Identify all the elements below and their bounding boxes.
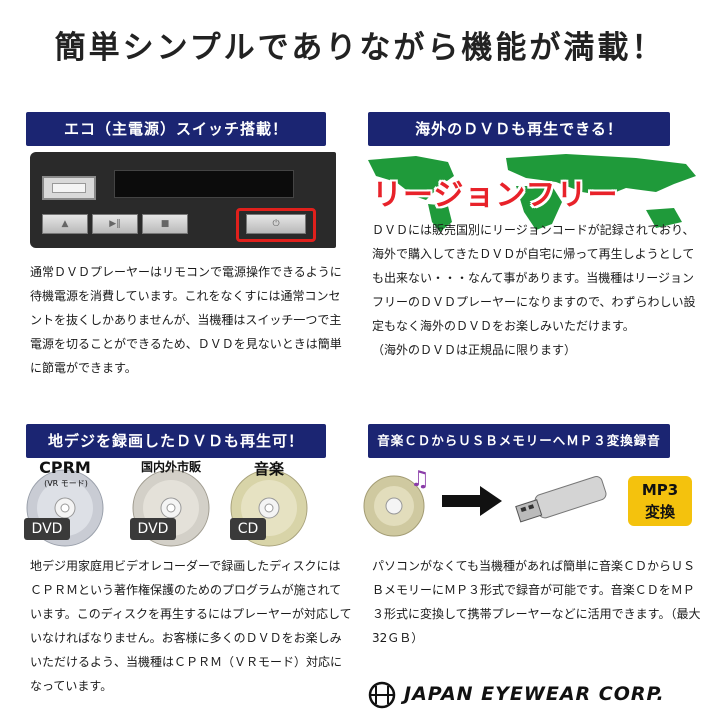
play-pause-button: ▶‖	[92, 214, 138, 234]
dvd-player-front-panel: ▲ ▶‖ ■ ⏻	[30, 152, 336, 248]
usb-port	[42, 176, 96, 200]
map-europe-asia	[506, 154, 696, 196]
dvd-format-tag: DVD	[24, 518, 70, 540]
music-caption: 音楽	[253, 460, 284, 478]
usb-port-slot	[52, 183, 86, 193]
world-map-image	[368, 154, 696, 232]
stop-button: ■	[142, 214, 188, 234]
retail-caption: 国内外市販	[140, 460, 201, 474]
usb-memory-icon	[515, 476, 607, 523]
power-button: ⏻	[246, 214, 306, 234]
digital-recording-description: 地デジ用家庭用ビデオレコーダーで録画したディスクにはＣＰＲＭという著作権保護のた…	[30, 559, 352, 693]
eject-button: ▲	[42, 214, 88, 234]
map-south-america	[428, 204, 452, 232]
power-switch-highlight	[236, 208, 316, 242]
digital-recording-banner: 地デジを録画したＤＶＤも再生可！	[26, 424, 326, 458]
music-note-icon: ♫	[410, 467, 430, 492]
cprm-caption: CPRM	[39, 458, 91, 477]
region-free-description: ＤＶＤには販売国別にリージョンコードが記録されており、海外で購入してきたＤＶＤが…	[372, 223, 696, 357]
map-north-america	[368, 156, 454, 200]
vr-mode-caption: (VR モード)	[44, 479, 88, 488]
eco-switch-banner: エコ（主電源）スイッチ搭載！	[26, 112, 326, 146]
dvd-format-tag: DVD	[130, 518, 176, 540]
mp3-conversion-badge: MP3 変換	[628, 476, 692, 526]
region-free-label: リージョンフリー	[372, 178, 619, 213]
page-headline: 簡単シンプルでありながら機能が満載！	[54, 30, 666, 66]
map-africa	[516, 186, 562, 230]
eco-switch-description: 通常ＤＶＤプレーヤーはリモコンで電源操作できるように待機電源を消費しています。こ…	[30, 265, 342, 375]
mp3-badge-line2: 変換	[644, 503, 675, 521]
mp3-badge-line1: MP3	[641, 481, 679, 499]
region-free-banner: 海外のＤＶＤも再生できる！	[368, 112, 670, 146]
company-logo-icon	[368, 681, 396, 709]
mp3-conversion-banner: 音楽ＣＤからＵＳＢメモリーへＭＰ３変換録音	[368, 424, 670, 458]
map-australia	[646, 208, 682, 228]
company-logo-text: JAPAN EYEWEAR CORP.	[404, 683, 665, 705]
music-cd-icon: ♫	[363, 467, 430, 537]
mp3-conversion-description: パソコンがなくても当機種があれば簡単に音楽ＣＤからＵＳＢメモリーにＭＰ３形式で録…	[372, 559, 701, 645]
right-arrow-icon	[442, 486, 502, 516]
cd-format-tag: CD	[230, 518, 266, 540]
disc-slot	[114, 170, 294, 198]
